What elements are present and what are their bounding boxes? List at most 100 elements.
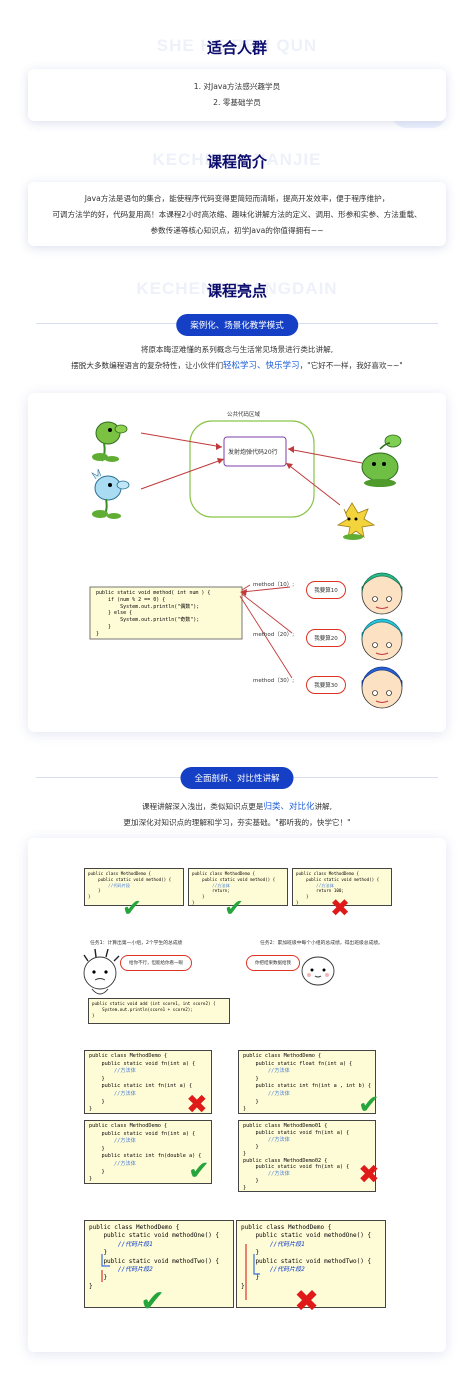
overload-code: public class MethodDemo01 { public stati… <box>238 1120 376 1192</box>
arrowhead <box>216 443 222 450</box>
code-line: public class MethodDemo { <box>192 871 256 876</box>
highlight-text: 轻松学习、快乐学习 <box>223 361 300 371</box>
code-line: public static void methodTwo() { <box>89 1257 220 1265</box>
code-line: } <box>89 1282 93 1290</box>
cross-icon: ✖ <box>358 1160 380 1190</box>
method-order-code: public class MethodDemo { public static … <box>236 1220 386 1308</box>
region-label: 公共代码区域 <box>227 412 261 418</box>
code-line: //代码片段1 <box>89 1240 153 1248</box>
code-line: return; <box>192 888 230 894</box>
code-line: public static void method() { <box>296 876 380 882</box>
method-code: public static void method( int num ) { i… <box>92 589 240 637</box>
code-line: System.out.println("奇数"); <box>96 617 200 624</box>
flow-arrows <box>101 1244 260 1300</box>
code-line: public static void fn(int a) { <box>243 1129 350 1136</box>
scenario-card: 公共代码区域 发射炮弹代码20行 public static void meth… <box>28 393 446 732</box>
method-call-label: method（20）; <box>253 632 295 638</box>
code-line: public static int fn(int a , int b) { <box>243 1083 372 1090</box>
code-line: //方法体 <box>296 882 334 888</box>
audience-item: 2. 零基础学员 <box>213 98 261 107</box>
public-code-region <box>189 420 315 518</box>
code-line: } <box>243 1178 259 1185</box>
code-line: } <box>243 1075 259 1082</box>
arrow <box>239 595 293 679</box>
code-line: if (num % 2 == 0) { <box>96 596 166 603</box>
comparison-card: public class MethodDemo { public static … <box>28 838 446 1352</box>
intro-line: Java方法是语句的集合，能使程序代码变得更简短而清晰，提高开发效率，便于程序维… <box>84 194 390 203</box>
watermark: KECHENG LIANGDAIN <box>136 279 338 298</box>
code-line: public class MethodDemo { <box>89 1224 180 1231</box>
code-line: } <box>241 1274 260 1282</box>
code-line: //方法体 <box>89 1138 136 1145</box>
peashooter-icon <box>92 421 128 462</box>
speech-bubble: 你把结果数据给我 <box>246 955 300 971</box>
code-line: public class MethodDemo01 { <box>243 1123 328 1129</box>
kid-avatar-cyan <box>361 618 403 661</box>
text: 摆脱大多数编程语言的复杂特性，让小伙伴们 <box>71 361 224 370</box>
code-line: } <box>296 894 309 900</box>
code-line: public static void method() { <box>88 876 172 882</box>
code-line: public static int fn(double a) { <box>89 1153 202 1160</box>
code-line: public static void methodOne() { <box>89 1232 220 1240</box>
check-icon: ✔ <box>224 894 245 922</box>
code-line: public static int fn(int a) { <box>89 1083 193 1090</box>
code-line: public static void add (int score1, int … <box>92 1001 216 1006</box>
code-line: } <box>296 899 299 905</box>
code-line: public class MethodDemo { <box>89 1053 168 1059</box>
overload-code: public class MethodDemo { public static … <box>84 1050 212 1114</box>
method-order-code: public class MethodDemo { public static … <box>84 1220 234 1308</box>
code-line: //方法体 <box>243 1068 290 1075</box>
audience-card: 1. 对Java方法感兴趣学员 2. 零基础学员 <box>28 69 446 121</box>
cartoon-face-icon <box>83 948 120 995</box>
intro-line: 参数传递等核心知识点，初学Java的你值得拥有~~ <box>150 226 324 235</box>
code-line: } <box>89 1106 93 1113</box>
code-line: } <box>88 894 91 900</box>
comparison-text: 课程讲解深入浅出，类似知识点更是归类、对比化讲解, 更加深化对知识点的理解和学习… <box>0 799 474 831</box>
code-line: public static void method( int num ) { <box>96 590 211 596</box>
task-label: 任务1：计算出第一小组，2个学生的总成绩 <box>90 941 183 946</box>
box-label: 发射炮弹代码20行 <box>228 449 278 456</box>
check-icon: ✔ <box>122 894 143 922</box>
code-line: System.out.println("偶数"); <box>96 603 200 610</box>
code-line: } else { <box>96 610 133 617</box>
code-line: //代码片段2 <box>89 1266 153 1274</box>
code-line: } <box>88 888 101 894</box>
code-line: public static void fn(int a) { <box>89 1060 196 1067</box>
cross-icon: ✖ <box>330 894 351 922</box>
overload-code: public class MethodDemo { public static … <box>238 1050 376 1114</box>
code-line: } <box>241 1249 260 1257</box>
arrowhead <box>286 463 293 469</box>
pill-case-teaching: 案例化、场景化教学模式 <box>176 314 298 336</box>
watermark: KECHENG JIANJIE <box>152 150 322 169</box>
code-line: System.out.println(score1 + score2); <box>92 1007 193 1012</box>
cabbage-plant-icon <box>361 434 402 487</box>
code-line: } <box>89 1168 105 1175</box>
overload-code: public class MethodDemo { public static … <box>84 1120 212 1184</box>
comparison-line: 课程讲解深入浅出，类似知识点更是归类、对比化讲解, <box>0 799 474 815</box>
code-snippet: public class MethodDemo { public static … <box>84 868 184 906</box>
code-line: public class MethodDemo { <box>88 871 152 876</box>
check-icon: ✔ <box>140 1284 166 1319</box>
code-line: public class MethodDemo { <box>89 1123 168 1129</box>
fire-code-box <box>223 436 287 467</box>
highlight-text: 归类、对比化 <box>263 802 315 812</box>
arrow <box>241 584 251 591</box>
code-line: //方法体 <box>89 1160 136 1167</box>
code-line: public static void method() { <box>192 876 276 882</box>
code-line: public class MethodDemo { <box>243 1053 322 1059</box>
code-line: } <box>243 1143 259 1150</box>
code-line: //方法体 <box>243 1090 290 1097</box>
highlights-text: 将原本晦涩难懂的系列概念与生活常见场景进行类比讲解, 摆脱大多数编程语言的复杂特… <box>0 342 474 374</box>
cartoon-face-icon <box>301 956 335 986</box>
code-snippet: public class MethodDemo { public static … <box>292 868 392 906</box>
speech-bubble: 我要算10 <box>306 581 346 599</box>
code-line: } <box>96 623 112 630</box>
code-line: } <box>96 630 100 637</box>
audience-item: 1. 对Java方法感兴趣学员 <box>193 82 281 91</box>
code-line: } <box>92 1013 95 1018</box>
add-method-code: public static void add (int score1, int … <box>88 998 230 1024</box>
code-line: } <box>192 894 205 900</box>
code-line: //代码片段 <box>88 882 130 888</box>
code-line: public static float fn(int a) { <box>243 1060 353 1067</box>
